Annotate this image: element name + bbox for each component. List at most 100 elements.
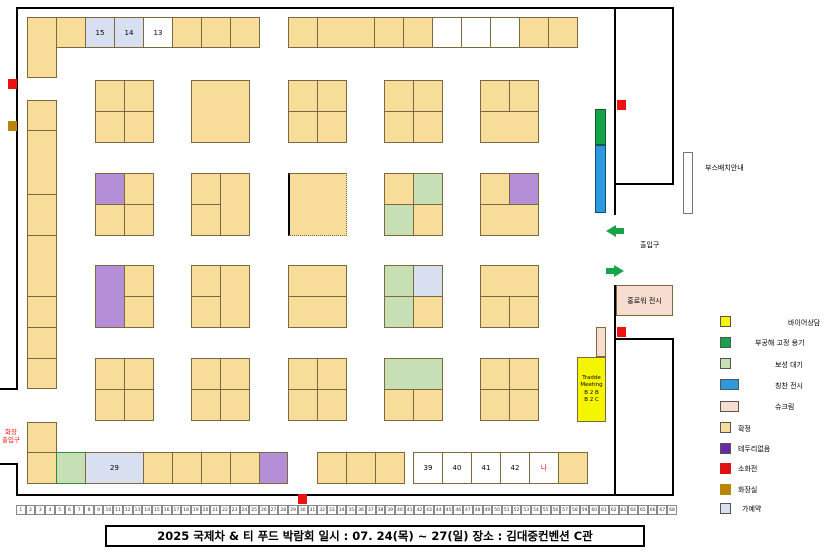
booth-island[interactable] xyxy=(288,389,318,421)
booth-island[interactable] xyxy=(413,80,443,112)
booth-island[interactable] xyxy=(480,111,539,143)
booth-top[interactable] xyxy=(172,17,202,48)
booth-island-large[interactable] xyxy=(288,173,347,236)
booth-island[interactable] xyxy=(317,80,347,112)
booth-island[interactable] xyxy=(288,80,318,112)
booth-island-green[interactable] xyxy=(384,204,414,236)
booth-na[interactable]: 나 xyxy=(529,452,559,484)
booth-top[interactable] xyxy=(230,17,260,48)
booth-island[interactable] xyxy=(95,111,125,143)
booth-island[interactable] xyxy=(95,80,125,112)
booth-island[interactable] xyxy=(124,173,154,205)
booth-island[interactable] xyxy=(95,389,125,421)
booth-island[interactable] xyxy=(288,111,318,143)
booth-island[interactable] xyxy=(124,80,154,112)
booth-island[interactable] xyxy=(413,389,443,421)
booth-island[interactable] xyxy=(480,358,510,390)
booth-island[interactable] xyxy=(220,389,250,421)
booth-island[interactable] xyxy=(220,173,250,236)
booth-29[interactable]: 29 xyxy=(85,452,144,484)
booth-40[interactable]: 40 xyxy=(442,452,472,484)
booth-top-corner[interactable] xyxy=(56,17,86,48)
booth-island[interactable] xyxy=(480,265,539,297)
booth-island[interactable] xyxy=(95,358,125,390)
booth-15[interactable]: 15 xyxy=(85,17,115,48)
booth-island[interactable] xyxy=(191,204,221,236)
booth-left[interactable] xyxy=(27,327,57,359)
booth-island[interactable] xyxy=(220,265,250,328)
booth-island[interactable] xyxy=(480,389,510,421)
booth-island[interactable] xyxy=(191,358,221,390)
booth-top-corner-vertical[interactable] xyxy=(27,17,57,78)
booth-island[interactable] xyxy=(480,173,510,205)
booth-island[interactable] xyxy=(191,296,221,328)
booth-island[interactable] xyxy=(317,111,347,143)
booth-top[interactable] xyxy=(403,17,433,48)
booth-island[interactable] xyxy=(124,111,154,143)
booth-island[interactable] xyxy=(288,358,318,390)
booth-bottom[interactable] xyxy=(346,452,376,484)
booth-island-green[interactable] xyxy=(384,265,414,297)
booth-island[interactable] xyxy=(509,296,539,328)
booth-top[interactable] xyxy=(374,17,404,48)
booth-left[interactable] xyxy=(27,100,57,131)
booth-island[interactable] xyxy=(509,80,539,112)
booth-left[interactable] xyxy=(27,194,57,236)
booth-island[interactable] xyxy=(480,80,510,112)
booth-island[interactable] xyxy=(124,265,154,297)
booth-top[interactable] xyxy=(519,17,549,48)
booth-39[interactable]: 39 xyxy=(413,452,443,484)
booth-island[interactable] xyxy=(317,358,347,390)
booth-42[interactable]: 42 xyxy=(500,452,530,484)
booth-bottom-purple[interactable] xyxy=(259,452,288,484)
booth-top[interactable] xyxy=(317,17,375,48)
booth-top[interactable] xyxy=(548,17,578,48)
booth-14[interactable]: 14 xyxy=(114,17,144,48)
booth-island[interactable] xyxy=(480,296,510,328)
booth-island[interactable] xyxy=(384,173,414,205)
booth-island[interactable] xyxy=(384,80,414,112)
booth-island[interactable] xyxy=(95,204,125,236)
booth-bottom-green[interactable] xyxy=(56,452,86,484)
booth-bottom[interactable] xyxy=(201,452,231,484)
booth-top-empty[interactable] xyxy=(432,17,462,48)
booth-top[interactable] xyxy=(288,17,318,48)
booth-left[interactable] xyxy=(27,358,57,389)
booth-island[interactable] xyxy=(413,111,443,143)
booth-bottom[interactable] xyxy=(230,452,260,484)
booth-island-large[interactable] xyxy=(191,80,250,143)
promo-zone[interactable]: 홍로워 전시 xyxy=(616,285,673,316)
booth-top-empty[interactable] xyxy=(490,17,520,48)
booth-bottom[interactable] xyxy=(143,452,173,484)
booth-island[interactable] xyxy=(220,358,250,390)
booth-island[interactable] xyxy=(191,389,221,421)
booth-left[interactable] xyxy=(27,296,57,328)
booth-island-purple[interactable] xyxy=(95,265,125,328)
booth-island-green[interactable] xyxy=(413,173,443,205)
booth-island[interactable] xyxy=(124,389,154,421)
booth-island[interactable] xyxy=(124,358,154,390)
booth-island[interactable] xyxy=(509,389,539,421)
booth-island[interactable] xyxy=(413,204,443,236)
booth-bottom[interactable] xyxy=(172,452,202,484)
booth-bottom[interactable] xyxy=(27,452,57,484)
booth-island[interactable] xyxy=(191,265,221,297)
trade-meeting-booth[interactable]: Tradde Meeting B 2 B B 2 C xyxy=(577,357,606,422)
booth-island[interactable] xyxy=(124,204,154,236)
booth-bottom[interactable] xyxy=(558,452,588,484)
booth-left[interactable] xyxy=(27,130,57,195)
booth-island-green[interactable] xyxy=(384,296,414,328)
booth-island[interactable] xyxy=(509,358,539,390)
booth-island-purple[interactable] xyxy=(509,173,539,205)
booth-left[interactable] xyxy=(27,235,57,297)
booth-island[interactable] xyxy=(288,296,347,328)
booth-island[interactable] xyxy=(480,204,539,236)
booth-left-bottom[interactable] xyxy=(27,422,57,453)
booth-island[interactable] xyxy=(384,111,414,143)
booth-island[interactable] xyxy=(124,296,154,328)
booth-13[interactable]: 13 xyxy=(143,17,173,48)
booth-island-purple[interactable] xyxy=(95,173,125,205)
booth-island-reserved[interactable] xyxy=(413,265,443,297)
booth-island-green[interactable] xyxy=(384,358,443,390)
booth-island[interactable] xyxy=(191,173,221,205)
